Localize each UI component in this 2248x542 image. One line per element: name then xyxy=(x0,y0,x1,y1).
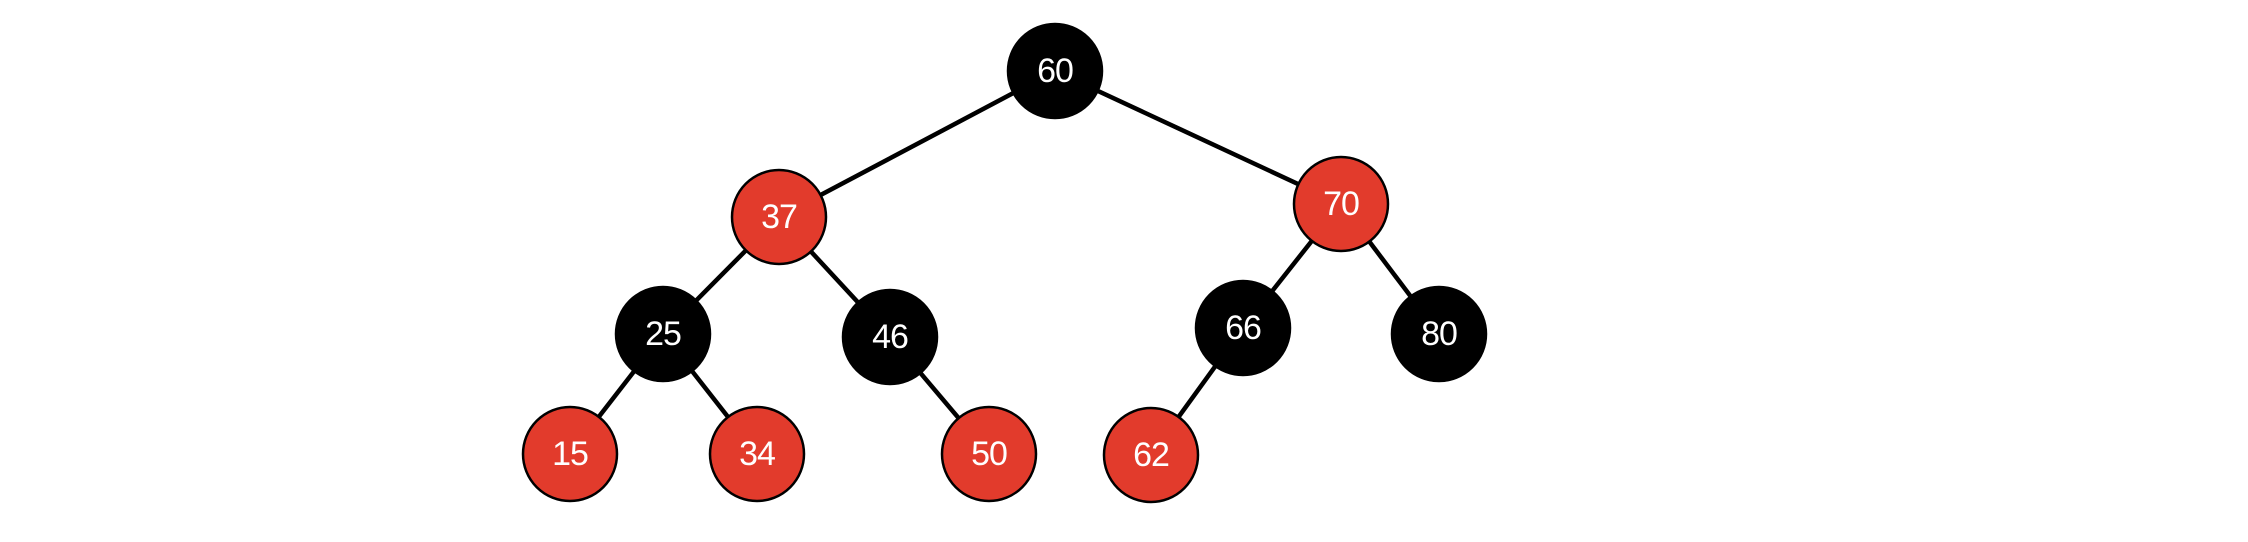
node-label: 66 xyxy=(1225,309,1261,347)
node-circle xyxy=(1194,279,1292,377)
node-label: 62 xyxy=(1133,436,1169,474)
edges-layer xyxy=(568,68,1441,457)
tree-node-15: 15 xyxy=(521,405,619,503)
node-circle xyxy=(1390,285,1488,383)
tree-node-60: 60 xyxy=(1006,22,1104,120)
tree-node-25: 25 xyxy=(614,285,712,383)
tree-node-37: 37 xyxy=(730,168,828,266)
node-circle xyxy=(1006,22,1104,120)
node-circle xyxy=(730,168,828,266)
node-circle xyxy=(521,405,619,503)
node-label: 60 xyxy=(1037,52,1073,90)
tree-node-62: 62 xyxy=(1102,406,1200,504)
nodes-layer: 60 37 70 25 46 66 80 15 34 50 62 xyxy=(521,22,1488,504)
tree-edge-60-70 xyxy=(1054,68,1342,207)
node-circle xyxy=(1102,406,1200,504)
node-label: 34 xyxy=(739,435,775,473)
node-circle xyxy=(940,405,1038,503)
tree-node-80: 80 xyxy=(1390,285,1488,383)
node-circle xyxy=(1292,155,1390,253)
tree-node-46: 46 xyxy=(841,288,939,386)
node-label: 37 xyxy=(761,198,797,236)
tree-node-50: 50 xyxy=(940,405,1038,503)
tree-node-34: 34 xyxy=(708,405,806,503)
node-circle xyxy=(708,405,806,503)
node-label: 15 xyxy=(552,435,588,473)
tree-node-70: 70 xyxy=(1292,155,1390,253)
tree-edge-60-37 xyxy=(777,69,1057,219)
node-label: 70 xyxy=(1323,185,1359,223)
node-label: 25 xyxy=(645,315,681,353)
node-label: 50 xyxy=(971,435,1007,473)
node-label: 80 xyxy=(1421,315,1457,353)
node-circle xyxy=(614,285,712,383)
tree-node-66: 66 xyxy=(1194,279,1292,377)
node-circle xyxy=(841,288,939,386)
node-label: 46 xyxy=(872,318,908,356)
